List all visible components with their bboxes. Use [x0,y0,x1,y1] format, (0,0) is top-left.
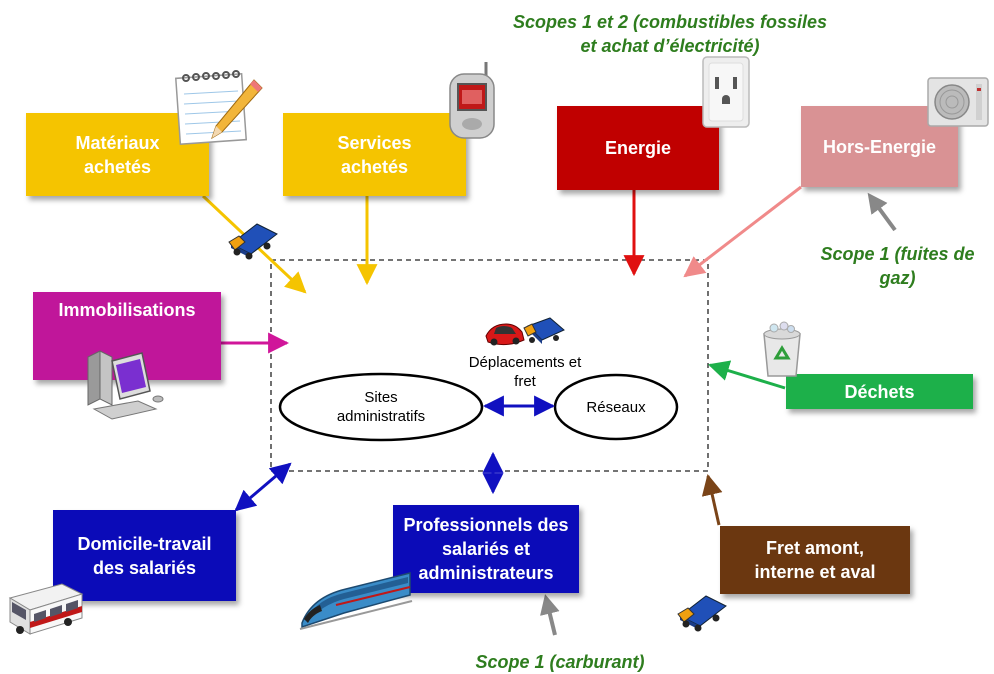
arrow-dechets [707,360,786,390]
arrow-fret [701,473,723,526]
air-conditioner-icon [927,77,989,127]
reseaux-label: Réseaux [586,399,646,416]
fret-box: Fret amont, interne et aval [720,526,910,594]
services-achetes-box: Services achetés [283,113,466,196]
power-outlet-icon [702,56,750,128]
sites-administratifs-ellipse [278,372,484,442]
computer-icon [87,350,164,420]
domicile-travail-box: Domicile-travail des salariés [53,510,236,601]
hors-energie-box: Hors-Energie [801,106,958,187]
deplacements-label: Déplacements et fret [468,354,582,390]
services-achetes-label: Services achetés [337,132,412,177]
recycle-bin-icon [763,321,801,377]
note-scope1-gaz: Scope 1 (fuites de gaz) [820,244,975,288]
dechets-box: Déchets [786,374,973,409]
note-scope1-carburant: Scope 1 (carburant) [475,652,645,672]
dechets-label: Déchets [844,381,915,402]
energie-label: Energie [604,138,672,158]
fret-label: Fret amont, interne et aval [754,538,876,582]
immobilisations-label: Immobilisations [58,300,196,320]
truck-icon [228,223,278,260]
arrow-gray-hors-energie [867,192,897,232]
domicile-travail-label: Domicile-travail des salariés [77,533,212,578]
truck-icon [677,595,727,632]
professionnels-label: Professionnels des salariés et administr… [403,515,569,583]
note-scopes-1-2: Scopes 1 et 2 (combustibles fossiles et … [512,12,828,56]
notepad-pencil-icon [174,70,263,146]
hors-energie-label: Hors-Energie [822,136,937,157]
cars-icon [485,317,565,346]
arrow-gray-carburant [540,594,560,636]
bus-icon [8,583,84,635]
arrow-domicile [234,462,292,512]
train-icon [299,572,413,630]
sites-administratifs-label: Sites administratifs [336,389,426,425]
energie-box: Energie [557,106,719,190]
cellphone-icon [449,62,495,139]
arrow-hors-energie [683,185,802,278]
materiaux-achetes-label: Matériaux achetés [75,132,160,177]
professionnels-box: Professionnels des salariés et administr… [393,505,579,593]
